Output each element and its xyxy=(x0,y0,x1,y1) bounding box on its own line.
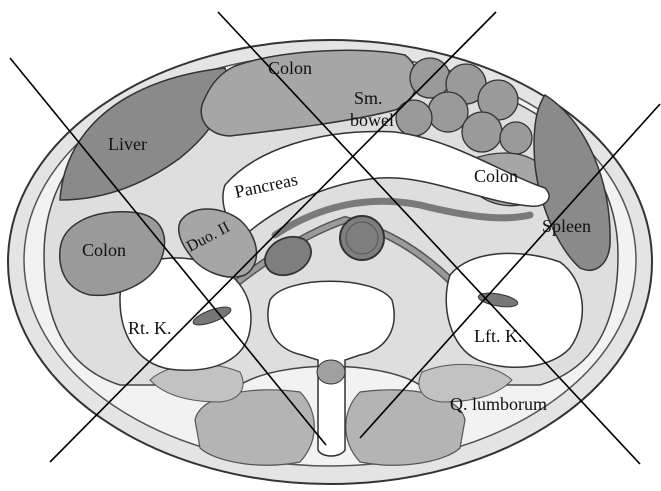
label-liver: Liver xyxy=(108,134,147,154)
aorta xyxy=(340,216,384,260)
spinal-canal xyxy=(317,360,345,384)
label-colon-right: Colon xyxy=(474,166,518,186)
label-q-lumborum: Q. lumborum xyxy=(450,394,547,414)
left-kidney xyxy=(446,253,582,367)
label-sm-bowel-1: Sm. xyxy=(354,88,383,108)
label-spleen: Spleen xyxy=(542,216,591,236)
label-rt-k: Rt. K. xyxy=(128,318,172,338)
label-colon-top: Colon xyxy=(268,58,312,78)
label-lft-k: Lft. K. xyxy=(474,326,523,346)
label-colon-left: Colon xyxy=(82,240,126,260)
label-sm-bowel-2: bowel xyxy=(350,110,394,130)
